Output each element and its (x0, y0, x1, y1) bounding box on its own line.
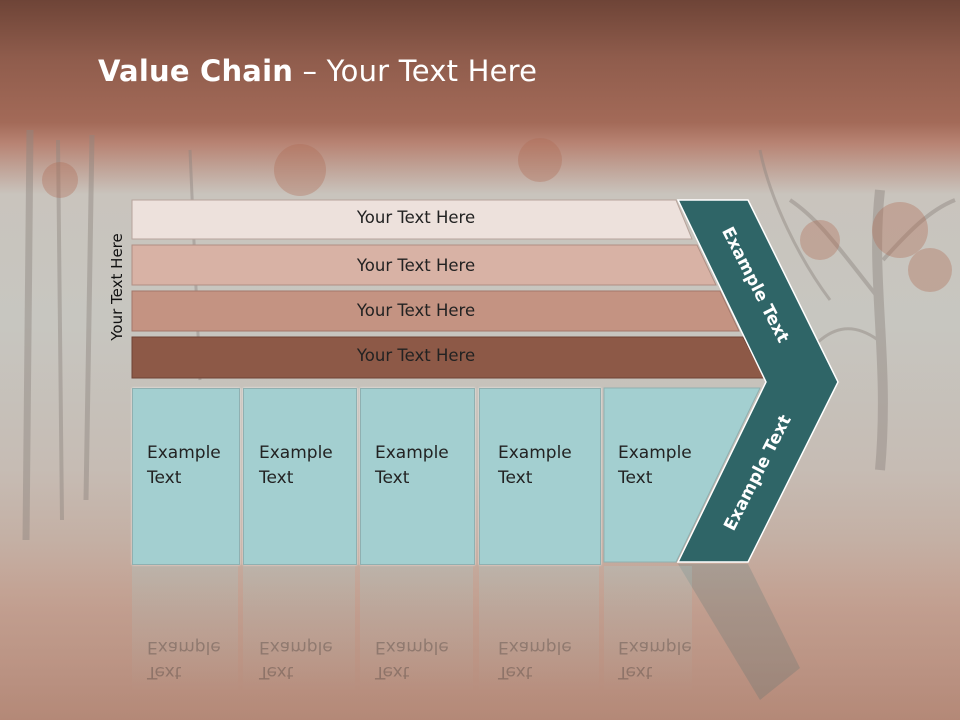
reflection-text-5: Text Example (618, 634, 692, 684)
slide-title: Value Chain – Your Text Here (98, 54, 537, 88)
band-shape-2 (131, 244, 717, 286)
activity-box-4-line2: Text (498, 468, 533, 488)
activity-box-2-line1: Example (259, 443, 333, 463)
activity-box-4 (479, 388, 601, 565)
box-reflection-4 (479, 566, 599, 706)
reflection-text-5-line1: Example (618, 637, 692, 657)
reflection-text-2-line2: Text (259, 662, 294, 682)
reflection-text-4-line1: Example (498, 637, 572, 657)
activity-box-1-line2: Text (147, 468, 182, 488)
band-label-2: Your Text Here (356, 256, 476, 275)
reflection-text-4-line2: Text (498, 662, 533, 682)
box-reflection-1 (132, 566, 238, 706)
activity-box-3-line2: Text (375, 468, 410, 488)
band-shape-3 (131, 290, 740, 332)
box-reflection-2 (243, 566, 355, 706)
activity-box-1 (132, 388, 240, 565)
band-label-1: Your Text Here (356, 208, 476, 227)
box-shape-5 (603, 387, 761, 563)
reflection-text-1-line2: Text (147, 662, 182, 682)
activity-box-3-line1: Example (375, 443, 449, 463)
box-reflection-3 (360, 566, 473, 706)
slide-title-rest: – Your Text Here (293, 54, 538, 88)
reflection-text-5-line2: Text (618, 662, 653, 682)
reflection-text-1-line1: Example (147, 637, 221, 657)
reflection-text-3: Text Example (375, 634, 449, 684)
activity-box-5-line1: Example (618, 443, 692, 463)
reflection-text-2-line1: Example (259, 637, 333, 657)
band-shape-1 (131, 199, 693, 240)
chevron-reflection (678, 564, 800, 700)
band-label-4: Your Text Here (356, 346, 476, 365)
activity-box-3 (360, 388, 475, 565)
reflection-text-4: Text Example (498, 634, 572, 684)
box-reflection-5 (604, 566, 692, 706)
activity-box-2 (243, 388, 357, 565)
activity-box-2-line2: Text (259, 468, 294, 488)
band-label-3: Your Text Here (356, 301, 476, 320)
reflection-text-1: Text Example (147, 634, 221, 684)
reflection-text-3-line2: Text (375, 662, 410, 682)
chevron-shape (676, 199, 839, 563)
activity-box-4-line1: Example (498, 443, 572, 463)
reflection-text-2: Text Example (259, 634, 333, 684)
activity-box-1-line1: Example (147, 443, 221, 463)
activity-box-5-line2: Text (618, 468, 653, 488)
reflection-text-3-line1: Example (375, 637, 449, 657)
slide-title-bold: Value Chain (98, 54, 294, 88)
